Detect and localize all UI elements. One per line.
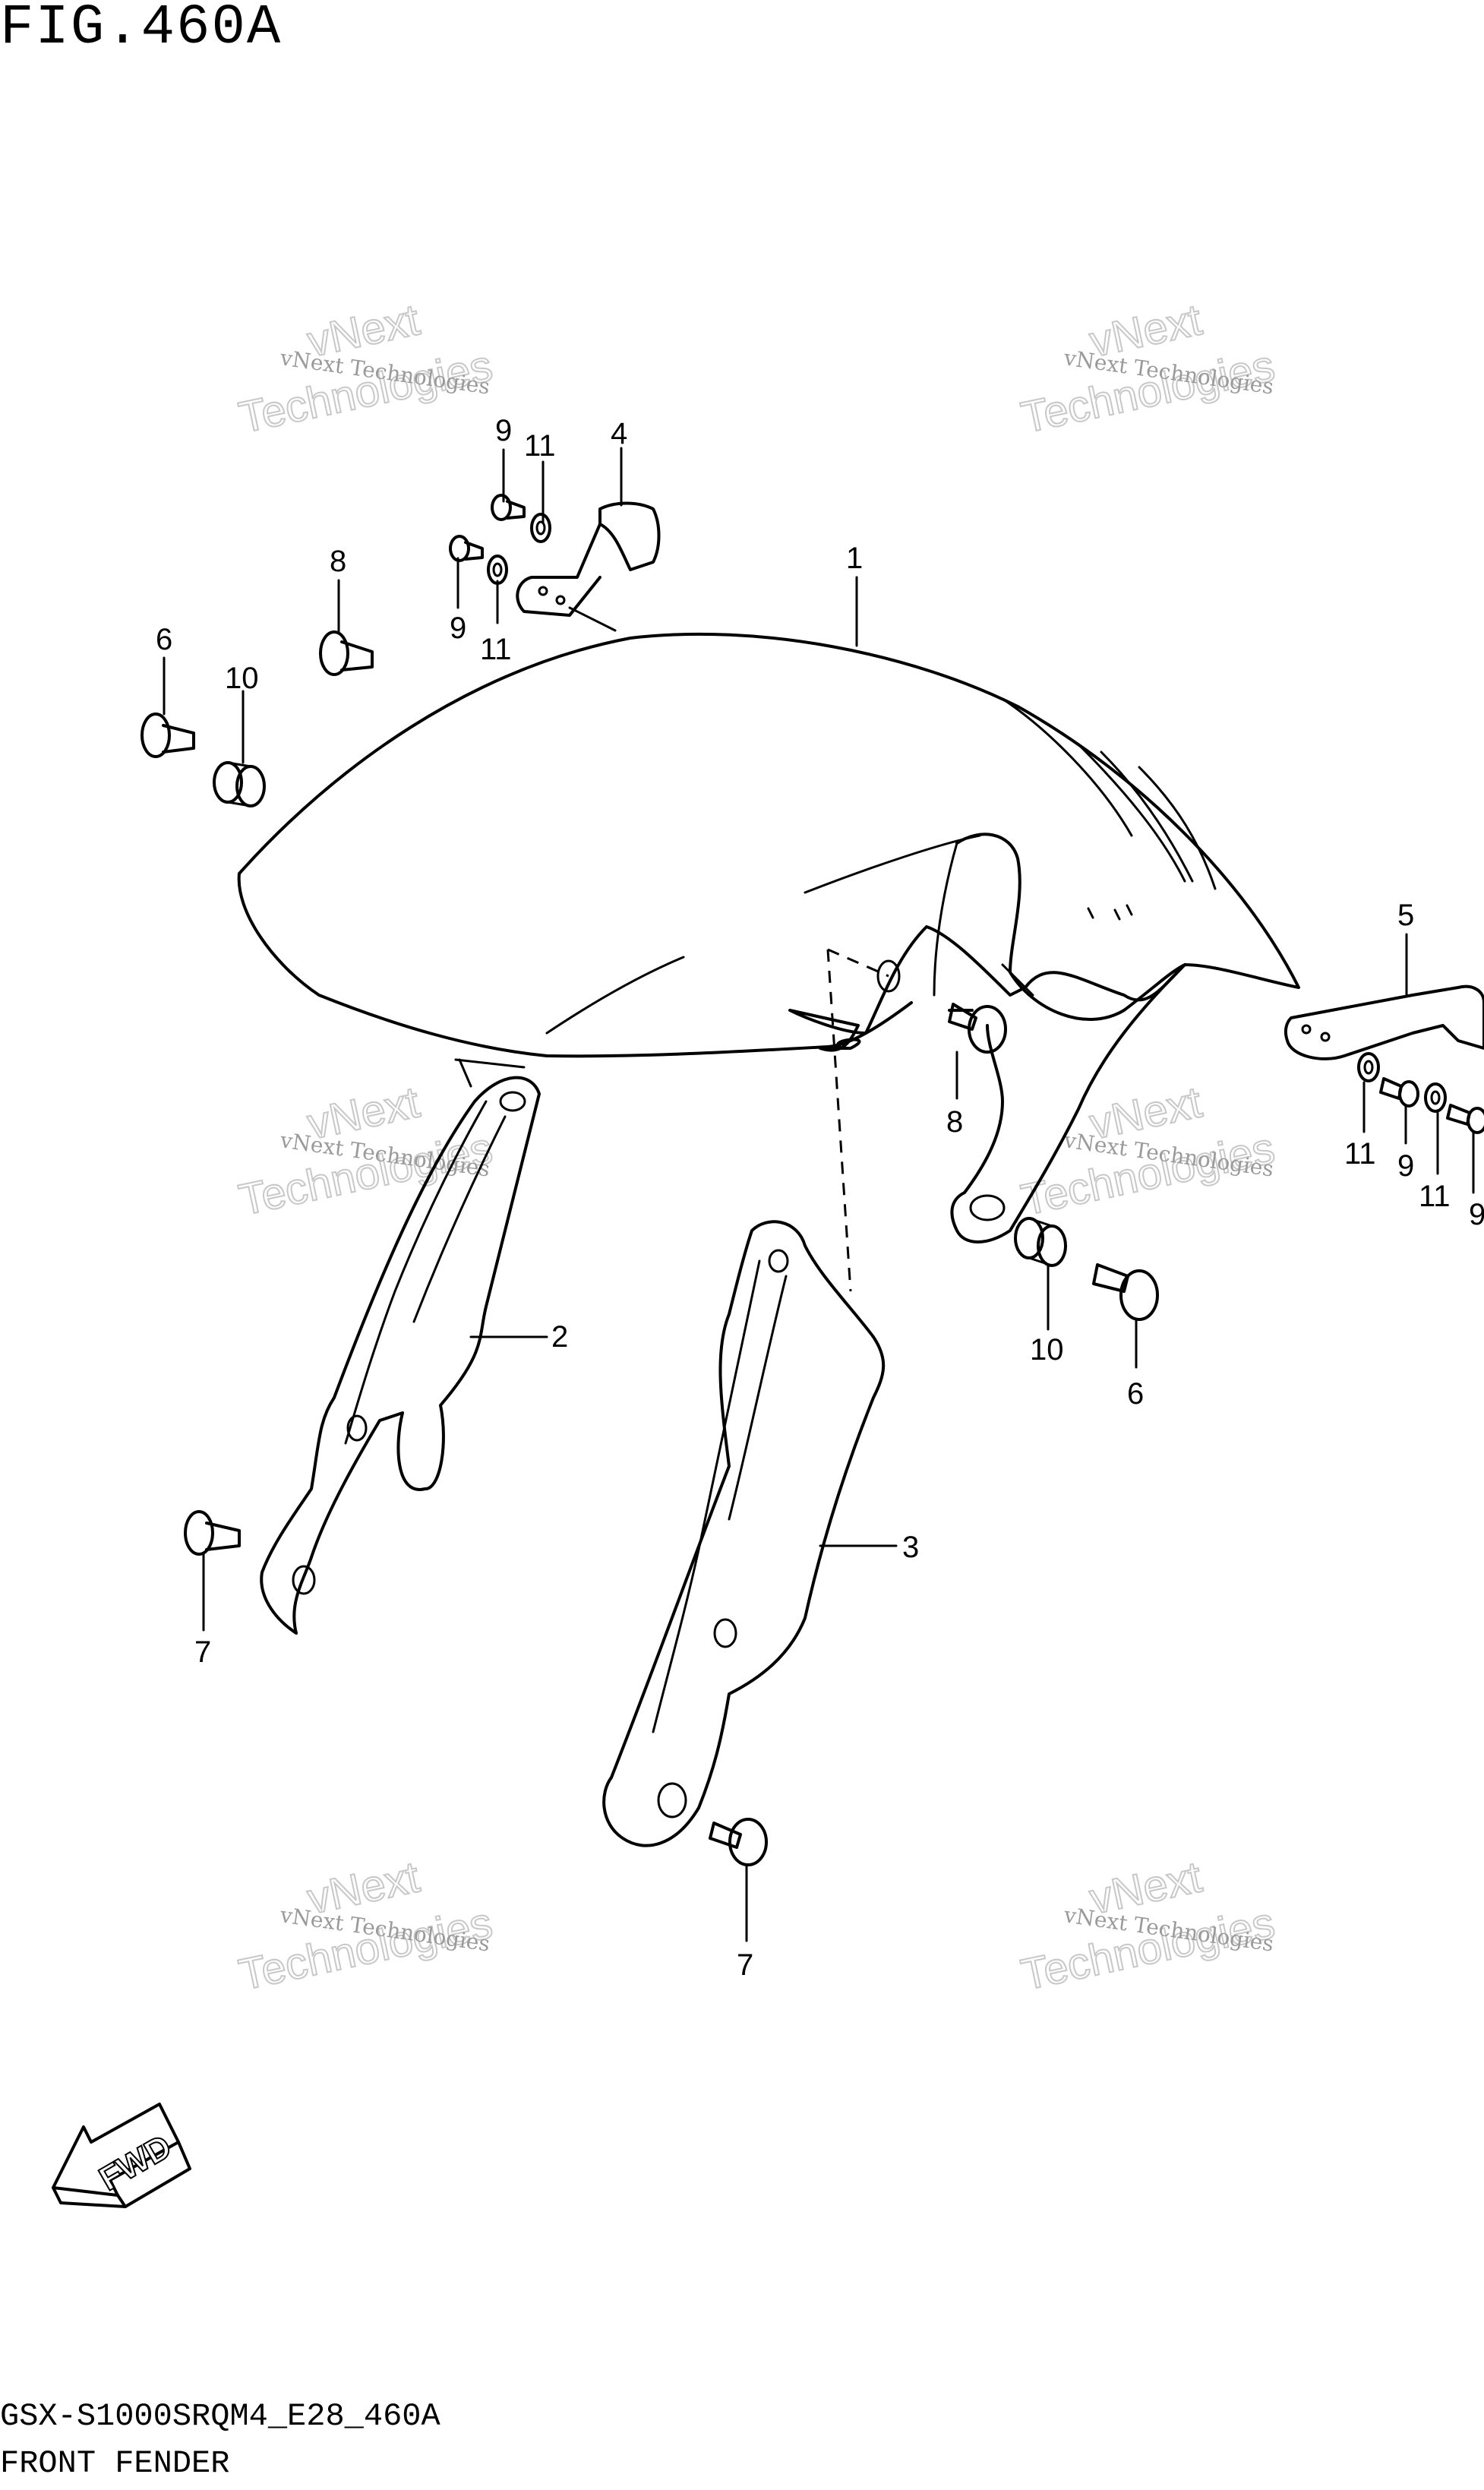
callout-labels: 1 2 3 4 5 6 6 7 7 8 8 9 9 9 9 10 10 11 1… — [156, 414, 1484, 1982]
fastener-bolt-6-left — [141, 713, 195, 758]
watermark-bottom-right: Technologies vNext vNext Technologies — [1016, 1851, 1280, 2000]
watermark-top-right: Technologies vNext vNext Technologies — [1016, 294, 1280, 443]
dashed-reference-line — [826, 949, 852, 1292]
model-code: GSX-S1000SRQM4_E28_460A — [0, 2398, 440, 2435]
watermark-top-left: Technologies vNext vNext Technologies — [234, 294, 497, 443]
callout-7: 7 — [194, 1635, 211, 1669]
part-bracket-4 — [516, 501, 661, 632]
part-stay-2 — [260, 1058, 541, 1635]
section-name: FRONT FENDER — [0, 2445, 230, 2482]
callout-1: 1 — [846, 542, 863, 575]
fastener-washer-11-right-a — [1357, 1052, 1380, 1082]
callout-3: 3 — [902, 1531, 919, 1564]
part-stay-3 — [602, 1220, 886, 1847]
callout-9: 9 — [1397, 1149, 1414, 1183]
fastener-washer-11-right-b — [1424, 1082, 1447, 1113]
fastener-grommet-10-right — [1014, 1217, 1067, 1267]
fastener-grommet-10-left — [213, 761, 266, 807]
fastener-screw-9-upper-b — [449, 535, 484, 562]
watermark-mid-left: Technologies vNext vNext Technologies — [234, 1076, 497, 1225]
part-front-fender — [237, 632, 1300, 1243]
svg-text:FWD: FWD — [93, 2128, 178, 2198]
callout-11: 11 — [524, 429, 556, 463]
callout-9: 9 — [495, 414, 512, 447]
callout-6: 6 — [156, 623, 172, 656]
fastener-bolt-8-right — [948, 1003, 1007, 1054]
fastener-screw-9-right-a — [1379, 1077, 1419, 1108]
part-bracket-5 — [1284, 984, 1484, 1060]
fastener-washer-11-upper-a — [530, 513, 551, 543]
watermark-bottom-left: Technologies vNext vNext Technologies — [234, 1851, 497, 2000]
callout-9: 9 — [1469, 1198, 1484, 1231]
callout-11: 11 — [480, 633, 512, 666]
callout-11: 11 — [1344, 1137, 1376, 1171]
callout-2: 2 — [551, 1320, 568, 1354]
leader-lines — [163, 447, 1475, 1942]
fastener-bolt-7-right — [709, 1818, 768, 1866]
fastener-bolt-6-right — [1092, 1263, 1159, 1321]
callout-6: 6 — [1127, 1377, 1144, 1411]
callout-9: 9 — [450, 611, 466, 645]
fastener-screw-9-right-b — [1446, 1104, 1484, 1134]
callout-10: 10 — [1030, 1333, 1064, 1367]
figure-title: FIG.460A — [0, 0, 283, 60]
fastener-washer-11-upper-b — [487, 555, 508, 585]
callout-11: 11 — [1419, 1180, 1451, 1213]
callout-8: 8 — [330, 545, 346, 578]
callout-10: 10 — [225, 662, 259, 695]
fastener-screw-9-upper-a — [491, 494, 526, 521]
fastener-bolt-8-upper — [319, 630, 374, 676]
fastener-bolt-7-left — [184, 1510, 241, 1556]
callout-5: 5 — [1397, 899, 1414, 932]
callout-8: 8 — [946, 1105, 963, 1139]
callout-7: 7 — [737, 1948, 753, 1982]
callout-4: 4 — [611, 417, 627, 450]
dashed-reference-line — [827, 948, 889, 978]
fwd-arrow-icon: FWD — [52, 2103, 191, 2208]
